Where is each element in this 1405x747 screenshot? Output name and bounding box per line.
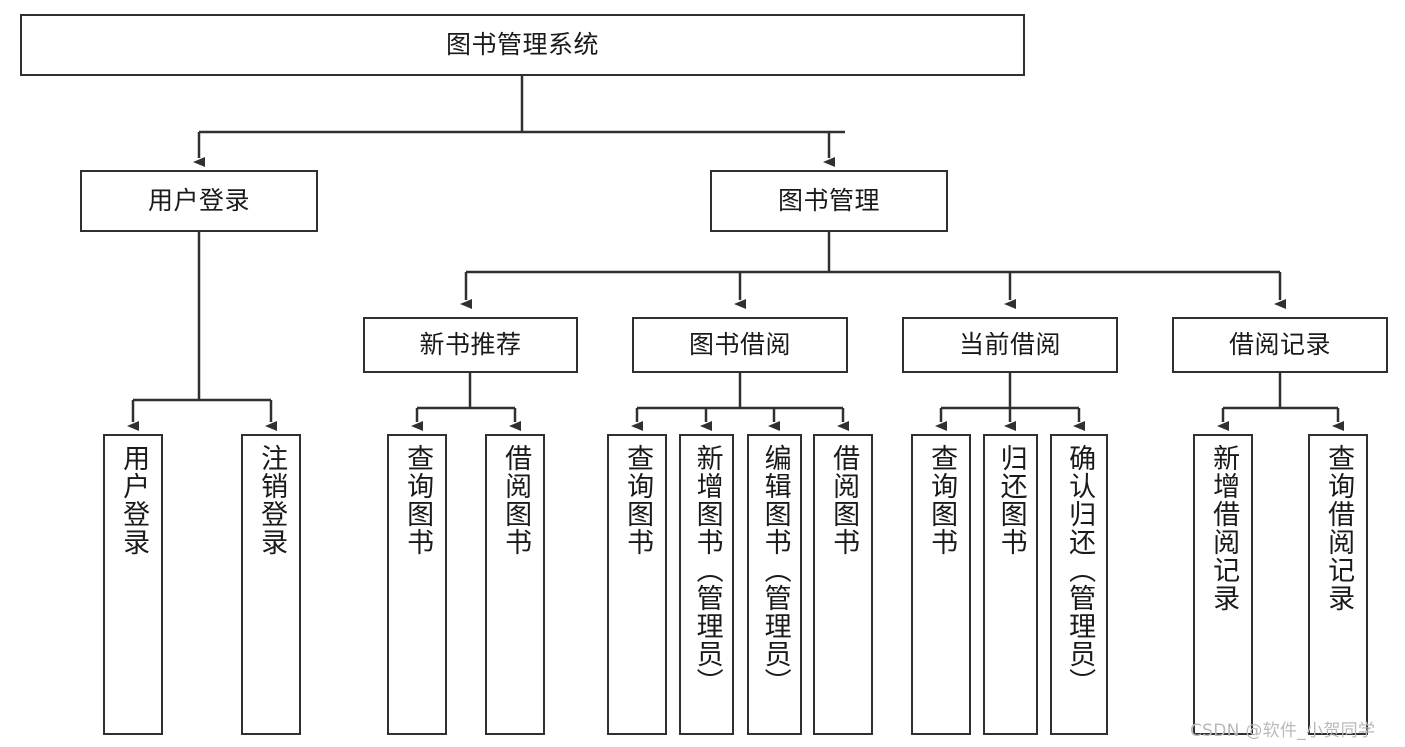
leaf-record-query[interactable]: 查询借阅记录 bbox=[1308, 434, 1368, 735]
node-book-management-label: 图书管理 bbox=[777, 185, 880, 215]
leaf-user-logout-label: 注销登录 bbox=[256, 444, 288, 556]
leaf-borrow-query-book[interactable]: 查询图书 bbox=[607, 434, 667, 735]
leaf-recommend-borrow-book[interactable]: 借阅图书 bbox=[485, 434, 545, 735]
node-user-login-label: 用户登录 bbox=[147, 185, 250, 215]
node-borrow-record-label: 借阅记录 bbox=[1228, 329, 1331, 359]
leaf-recommend-query-book[interactable]: 查询图书 bbox=[387, 434, 447, 735]
leaf-current-query-book[interactable]: 查询图书 bbox=[911, 434, 971, 735]
node-current-borrow-label: 当前借阅 bbox=[958, 329, 1061, 359]
node-book-borrow[interactable]: 图书借阅 bbox=[632, 317, 848, 373]
leaf-user-logout[interactable]: 注销登录 bbox=[241, 434, 301, 735]
leaf-record-add[interactable]: 新增借阅记录 bbox=[1193, 434, 1253, 735]
node-root[interactable]: 图书管理系统 bbox=[20, 14, 1025, 76]
leaf-borrow-add-book-label: 新增图书（管理员） bbox=[691, 444, 723, 696]
node-root-label: 图书管理系统 bbox=[445, 29, 599, 59]
leaf-current-return-book-label: 归还图书 bbox=[995, 444, 1027, 556]
leaf-user-login-label: 用户登录 bbox=[118, 444, 150, 556]
node-book-borrow-label: 图书借阅 bbox=[688, 329, 791, 359]
node-current-borrow[interactable]: 当前借阅 bbox=[902, 317, 1118, 373]
leaf-current-query-book-label: 查询图书 bbox=[926, 444, 958, 556]
leaf-borrow-edit-book-label: 编辑图书（管理员） bbox=[759, 444, 791, 696]
node-user-login[interactable]: 用户登录 bbox=[80, 170, 318, 232]
leaf-current-confirm-return-label: 确认归还（管理员） bbox=[1064, 444, 1096, 696]
leaf-borrow-add-book[interactable]: 新增图书（管理员） bbox=[679, 434, 734, 735]
node-new-book-recommend[interactable]: 新书推荐 bbox=[363, 317, 578, 373]
leaf-recommend-query-book-label: 查询图书 bbox=[402, 444, 434, 556]
leaf-borrow-query-book-label: 查询图书 bbox=[622, 444, 654, 556]
node-new-book-recommend-label: 新书推荐 bbox=[419, 329, 522, 359]
leaf-borrow-edit-book[interactable]: 编辑图书（管理员） bbox=[747, 434, 802, 735]
leaf-current-confirm-return[interactable]: 确认归还（管理员） bbox=[1050, 434, 1108, 735]
node-borrow-record[interactable]: 借阅记录 bbox=[1172, 317, 1388, 373]
leaf-record-query-label: 查询借阅记录 bbox=[1323, 444, 1355, 612]
node-book-management[interactable]: 图书管理 bbox=[710, 170, 948, 232]
leaf-borrow-borrow-book-label: 借阅图书 bbox=[828, 444, 860, 556]
leaf-recommend-borrow-book-label: 借阅图书 bbox=[500, 444, 532, 556]
leaf-current-return-book[interactable]: 归还图书 bbox=[983, 434, 1038, 735]
csdn-watermark: CSDN @软件_小贺同学 bbox=[1190, 721, 1376, 741]
leaf-record-add-label: 新增借阅记录 bbox=[1208, 444, 1240, 612]
leaf-borrow-borrow-book[interactable]: 借阅图书 bbox=[813, 434, 873, 735]
leaf-user-login[interactable]: 用户登录 bbox=[103, 434, 163, 735]
